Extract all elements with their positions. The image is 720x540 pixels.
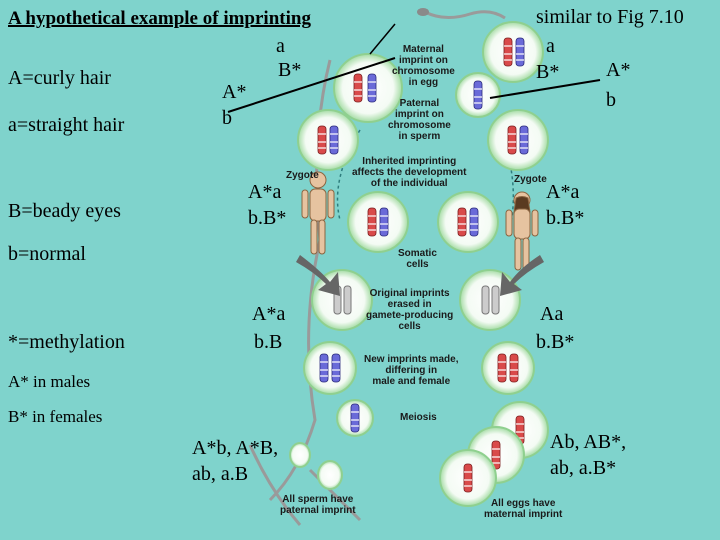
- cell-egg: [333, 53, 403, 123]
- label-zygote-left: Zygote: [286, 170, 319, 181]
- legend-males: A* in males: [8, 372, 91, 391]
- cycle-line-left: [336, 129, 361, 221]
- geno-eggs-2: ab, a.B*: [550, 457, 617, 479]
- geno-male-top-a: a: [276, 35, 285, 57]
- geno-sperm-1: A*b, A*B,: [192, 437, 279, 459]
- geno-male-zygote-1: A*a: [248, 181, 282, 203]
- pointer-title: [369, 23, 396, 55]
- cell-zygote-right: [437, 191, 499, 253]
- cell-right-paternal: [487, 109, 549, 171]
- cell-sperm: [455, 72, 501, 118]
- geno-eggs-1: Ab, AB*,: [550, 431, 627, 453]
- geno-male-erased-2: b.B: [254, 331, 283, 353]
- sperm-tail-left2: [308, 468, 362, 522]
- cell-top-right: [482, 21, 544, 83]
- sperm-head-top: [417, 8, 429, 16]
- legend-normal: b=normal: [8, 243, 86, 265]
- geno-male-zygote-2: b.B*: [248, 207, 287, 229]
- geno-female-erased-2: b.B*: [536, 331, 575, 353]
- pointer-b-a: [227, 57, 396, 113]
- geno-female-top-B: B*: [536, 61, 560, 83]
- pointer-a-right: [489, 79, 601, 99]
- geno-male-top-B: B*: [278, 59, 302, 81]
- cell-erased-right: [459, 269, 521, 331]
- legend-females: B* in females: [8, 407, 103, 426]
- sperm-tail-left3: [248, 444, 302, 526]
- geno-female-erased-1: Aa: [540, 303, 564, 325]
- legend-curly: A=curly hair: [8, 67, 111, 89]
- sperm-tail-top: [424, 10, 506, 20]
- geno-male-bottom-b: b: [222, 107, 232, 129]
- geno-female-zygote-2: b.B*: [546, 207, 585, 229]
- geno-male-erased-1: A*a: [252, 303, 286, 325]
- geno-female-bottom-A: A*: [606, 59, 631, 81]
- cell-left-paternal: [297, 109, 359, 171]
- female-figure: [505, 191, 539, 271]
- legend-methylation: *=methylation: [8, 331, 125, 353]
- arrow-right: [500, 255, 544, 296]
- cell-new-left: [303, 341, 357, 395]
- cell-new-right: [481, 341, 535, 395]
- geno-female-top-a: a: [546, 35, 555, 57]
- cell-meiosis-left: [336, 399, 374, 437]
- reference-note: similar to Fig 7.10: [536, 6, 684, 28]
- geno-female-zygote-1: A*a: [546, 181, 580, 203]
- geno-sperm-2: ab, a.B: [192, 463, 249, 485]
- label-zygote-right: Zygote: [514, 174, 547, 185]
- cell-sperm-bottom: [289, 442, 343, 490]
- arrow-left: [296, 255, 340, 296]
- page-title: A hypothetical example of imprinting: [8, 8, 311, 29]
- legend-straight: a=straight hair: [8, 114, 125, 136]
- legend-beady: B=beady eyes: [8, 200, 121, 222]
- cell-zygote-left: [347, 191, 409, 253]
- label-meiosis: Meiosis: [400, 412, 437, 423]
- male-figure: [301, 171, 335, 255]
- geno-male-bottom-A: A*: [222, 81, 247, 103]
- cell-egg-3: [439, 449, 497, 507]
- geno-female-bottom-b: b: [606, 89, 616, 111]
